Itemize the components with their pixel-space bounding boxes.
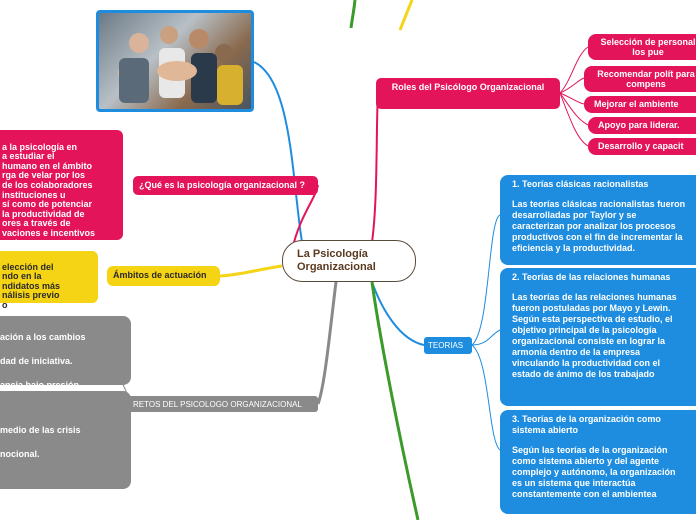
connector-photo [253,61,303,243]
connector-teorias [371,281,425,346]
teoria-card-3[interactable]: 3. Teorías de la organización como siste… [500,410,696,514]
role-item-label: Mejorar el ambiente [594,99,679,109]
retos-detail-1[interactable]: ación a los cambios dad de iniciativa. a… [0,316,131,402]
role-item-desarrollo[interactable]: Desarrollo y capacit [588,138,696,155]
role-item-label: Apoyo para liderar. [598,120,680,130]
retos-detail-2[interactable]: medio de las crisis nocional. [0,391,131,489]
role-item-seleccion[interactable]: Selección de personal los pue [588,34,696,60]
que-es-label: ¿Qué es la psicología organizacional ? [139,180,306,190]
central-topic-label: La Psicología Organizacional [297,248,376,273]
retos-detail-2-text: medio de las crisis nocional. [0,425,81,459]
role-item-label: Recomendar polít para compens [597,69,695,89]
retos-label: RETOS DEL PSICOLOGO ORGANIZACIONAL [133,400,302,409]
teoria-card-body: Las teorías clásicas racionalistas fuero… [512,199,686,253]
connector-bottom-green [370,281,420,520]
retos-node[interactable]: RETOS DEL PSICOLOGO ORGANIZACIONAL [128,396,318,412]
central-topic[interactable]: La Psicología Organizacional [282,240,416,282]
role-item-liderar[interactable]: Apoyo para liderar. [588,117,696,134]
ambitos-detail-text: elección del ndo en la ndidatos más náli… [2,261,61,310]
teoria-card-1[interactable]: 1. Teorías clásicas racionalistas Las te… [500,175,696,265]
connector-top-yellow [398,0,414,31]
connector-ambitos [219,264,283,278]
roles-label: Roles del Psicólogo Organizacional [391,82,545,92]
team-hands-photo-icon [118,26,243,105]
team-hands-photo [96,10,254,112]
teoria-card-title: 1. Teorías clásicas racionalistas [512,179,649,189]
teorias-node[interactable]: TEORIAS [424,337,472,354]
teoria-card-title: 3. Teorías de la organización como siste… [512,414,661,435]
connector-top-green [349,0,357,29]
ambitos-node[interactable]: Ámbitos de actuación [107,266,220,286]
ambitos-detail[interactable]: elección del ndo en la ndidatos más náli… [0,251,98,310]
role-item-label: Selección de personal los pue [600,37,696,57]
teoria-card-body: Las teorías de las relaciones humanas fu… [512,292,677,379]
connector-roles [371,93,379,243]
que-es-detail[interactable]: a la psicología en a estudiar el humano … [0,130,123,247]
ambitos-label: Ámbitos de actuación [113,270,207,280]
role-item-ambiente[interactable]: Mejorar el ambiente [584,96,696,113]
role-item-label: Desarrollo y capacit [598,141,684,151]
que-es-node[interactable]: ¿Qué es la psicología organizacional ? [133,176,318,195]
teoria-card-title: 2. Teorías de las relaciones humanas [512,272,671,282]
que-es-detail-text: a la psicología en a estudiar el humano … [2,141,96,248]
roles-node[interactable]: Roles del Psicólogo Organizacional [376,78,560,109]
teoria-card-body: Según las teorías de la organización com… [512,445,676,499]
teorias-label: TEORIAS [428,341,464,350]
role-item-recomendar[interactable]: Recomendar polít para compens [584,66,696,92]
teoria-card-2[interactable]: 2. Teorías de las relaciones humanas Las… [500,268,696,406]
connector-retos [316,281,338,405]
